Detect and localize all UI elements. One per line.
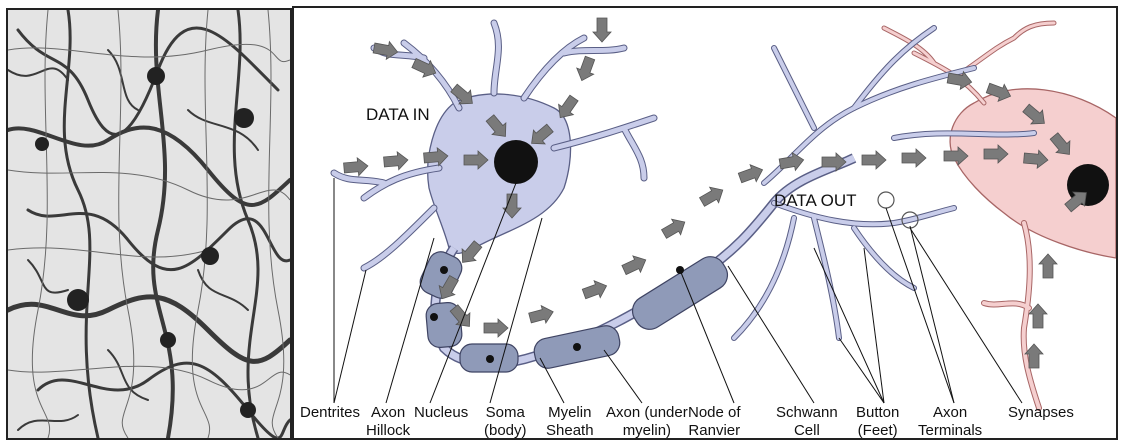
label-schwann-cell: Schwann Cell bbox=[776, 404, 838, 440]
label-soma: Soma (body) bbox=[484, 404, 527, 440]
label-node-of-ranvier: Node of Ranvier bbox=[688, 404, 741, 440]
label-synapses: Synapses bbox=[1008, 404, 1074, 422]
label-nucleus: Nucleus bbox=[414, 404, 468, 422]
data-out-label: DATA OUT bbox=[774, 192, 857, 210]
data-in-label: DATA IN bbox=[366, 106, 430, 124]
source-neuron bbox=[334, 23, 654, 268]
micrograph-image bbox=[8, 10, 290, 438]
neuron-drawing bbox=[294, 8, 1116, 438]
label-axon-terminals: Axon Terminals bbox=[918, 404, 982, 440]
label-dentrites: Dentrites bbox=[300, 404, 360, 422]
label-axon-under-myelin: Axon (under myelin) bbox=[606, 404, 688, 440]
label-axon-hillock: Axon Hillock bbox=[366, 404, 410, 440]
label-button-feet: Button (Feet) bbox=[856, 404, 899, 440]
label-myelin-sheath: Myelin Sheath bbox=[546, 404, 594, 440]
neuron-micrograph bbox=[6, 8, 292, 440]
source-nucleus bbox=[494, 140, 538, 184]
neuron-diagram: DATA IN DATA OUT bbox=[292, 6, 1118, 440]
